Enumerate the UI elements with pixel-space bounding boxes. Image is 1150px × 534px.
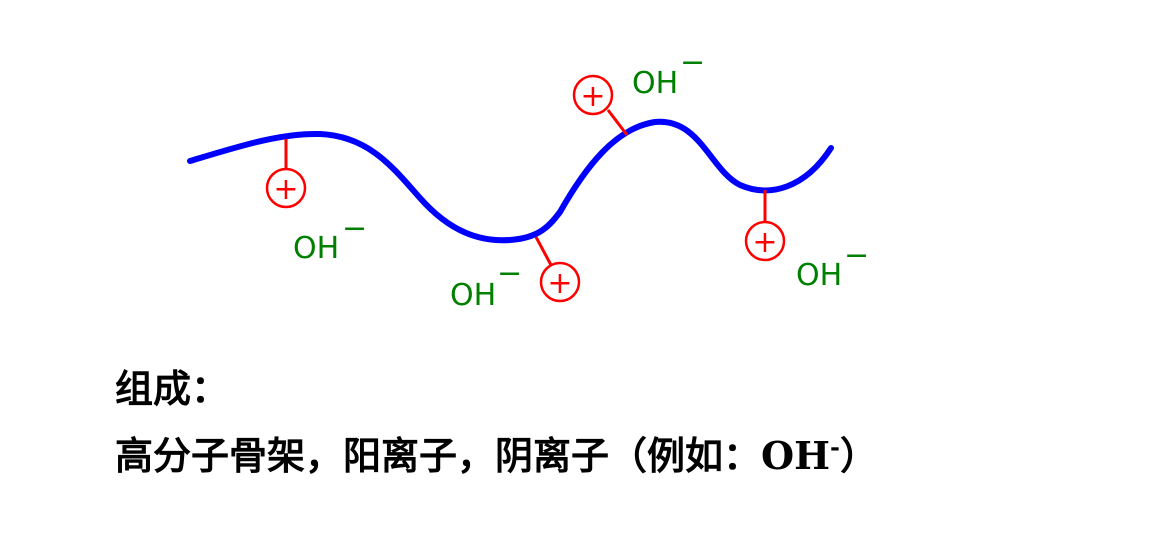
cation-1: + bbox=[265, 139, 307, 209]
plus-icon: + bbox=[273, 172, 298, 207]
anion-label: OH bbox=[293, 231, 339, 266]
anion-charge: − bbox=[342, 211, 367, 246]
anion-label: OH bbox=[450, 278, 496, 313]
anion-3: OH − bbox=[632, 45, 705, 101]
anion-4: OH − bbox=[796, 238, 869, 293]
anion-charge: − bbox=[497, 256, 522, 291]
composition-heading: 组成： bbox=[115, 366, 230, 411]
plus-icon: + bbox=[547, 266, 572, 301]
cation-4: + bbox=[744, 190, 786, 262]
description-text: 高分子骨架，阳离子，阴离子（例如： bbox=[115, 433, 762, 478]
polymer-backbone bbox=[187, 118, 834, 244]
cation-3: + bbox=[572, 74, 629, 136]
anion-label: OH bbox=[796, 258, 842, 293]
anion-charge: − bbox=[680, 45, 705, 80]
formula-charge: - bbox=[830, 432, 840, 462]
formula: OH bbox=[761, 433, 831, 478]
cation-2: + bbox=[534, 236, 581, 303]
anion-label: OH bbox=[632, 66, 678, 101]
composition-description: 高分子骨架，阳离子，阴离子（例如：OH-） bbox=[115, 425, 878, 480]
closing-paren: ） bbox=[840, 433, 879, 478]
anion-2: OH − bbox=[450, 256, 522, 313]
plus-icon: + bbox=[580, 79, 605, 114]
anion-charge: − bbox=[844, 238, 869, 273]
anion-1: OH − bbox=[293, 211, 367, 266]
plus-icon: + bbox=[752, 225, 777, 260]
